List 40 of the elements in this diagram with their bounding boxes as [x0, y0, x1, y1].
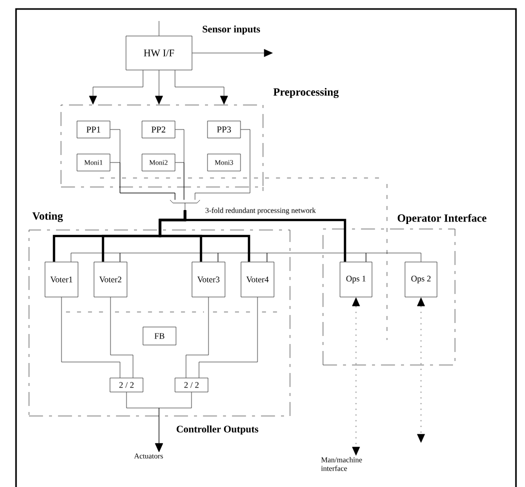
process-box: PP2: [142, 120, 176, 138]
process-box: Voter3: [192, 262, 226, 298]
arrow: [89, 70, 144, 104]
connector-line: [366, 252, 422, 262]
group-heading: Preprocessing: [273, 88, 339, 98]
junction-bracket: [170, 200, 200, 210]
connector-line: [194, 129, 250, 200]
connector-line: [198, 297, 258, 378]
process-box: FB: [142, 326, 176, 346]
arrow: [352, 297, 360, 456]
process-box: Voter1: [44, 262, 78, 298]
group-heading: Operator Interface: [398, 214, 486, 224]
process-box: 2 / 2: [110, 378, 144, 392]
arrow: [155, 70, 163, 104]
connector-line: [218, 252, 268, 262]
connector-line: [110, 297, 134, 378]
arrow: [417, 297, 425, 443]
connector-line: [61, 297, 120, 378]
connector-line: [184, 210, 346, 262]
connector-line: [110, 162, 176, 200]
process-box: Ops 1: [340, 262, 372, 298]
connector-line: [266, 252, 366, 262]
process-box: Ops 2: [404, 262, 438, 298]
arrow: [174, 70, 228, 104]
arrow: [155, 392, 192, 452]
connector-line: [158, 20, 160, 36]
annotation-label: Controller Outputs: [176, 425, 258, 435]
annotation-label: Sensor inputs: [202, 25, 260, 35]
process-box: Voter4: [240, 262, 274, 298]
process-box: Voter2: [94, 262, 128, 298]
connector-line: [70, 252, 120, 262]
arrow: [192, 49, 273, 57]
group-heading: Voting: [32, 212, 63, 222]
process-box: HW I/F: [126, 36, 192, 70]
connector-line: [175, 162, 184, 200]
process-box: PP3: [207, 120, 241, 138]
process-box: 2 / 2: [174, 378, 208, 392]
connector-line: [120, 252, 218, 262]
connector-line: [186, 297, 209, 378]
process-box: PP1: [76, 120, 110, 138]
